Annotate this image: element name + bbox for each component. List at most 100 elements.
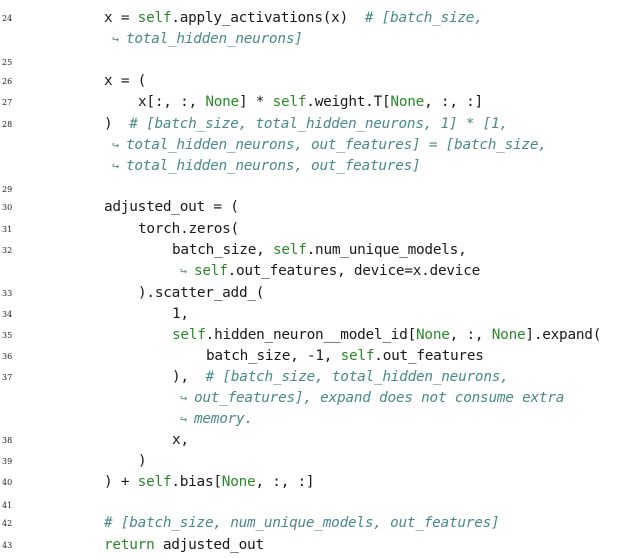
wrap-arrow-icon: ↪ — [180, 391, 194, 405]
code-text: ), # [batch_size, total_hidden_neurons, — [172, 367, 509, 387]
code-text: ) — [138, 451, 147, 471]
comment-token: total_hidden_neurons, out_features] = [b… — [125, 137, 547, 153]
line-number: 26 — [2, 77, 13, 86]
comment-token: memory. — [193, 411, 253, 427]
keyword-token: None — [390, 94, 425, 110]
comment-token: # [batch_size, num_unique_models, out_fe… — [104, 515, 500, 531]
comment-token: # [batch_size, — [364, 10, 483, 26]
line-number: 37 — [2, 373, 13, 382]
code-token: .hidden_neuron__model_id[ — [205, 327, 417, 343]
code-line: 36 batch_size, -1, self.out_features — [0, 346, 622, 366]
keyword-token: None — [491, 327, 526, 343]
code-token: x, — [172, 432, 189, 448]
code-text: batch_size, self.num_unique_models, — [172, 240, 467, 260]
code-token: ).scatter_add_( — [138, 285, 265, 301]
code-line: 25 — [0, 52, 622, 72]
code-line: 42 # [batch_size, num_unique_models, out_… — [0, 513, 622, 533]
code-line: 40) + self.bias[None, :, :] — [0, 472, 622, 492]
line-number: 42 — [2, 519, 13, 528]
keyword-token: self — [272, 242, 307, 258]
code-text: ) + self.bias[None, :, :] — [104, 472, 315, 492]
line-number: 38 — [2, 436, 13, 445]
code-text: ↪ total_hidden_neurons, out_features] — [112, 156, 421, 176]
code-token: , :, — [449, 327, 492, 343]
line-number: 32 — [2, 246, 13, 255]
keyword-token: None — [205, 94, 239, 110]
keyword-token: self — [193, 263, 228, 279]
code-token: adjusted_out = ( — [104, 199, 239, 215]
wrap-arrow-icon: ↪ — [112, 32, 126, 46]
line-number: 27 — [2, 98, 13, 107]
code-text: x = ( — [104, 71, 146, 91]
code-text: torch.zeros( — [138, 219, 239, 239]
code-token: .bias[ — [171, 474, 222, 490]
line-number: 36 — [2, 352, 13, 361]
code-line: 28) # [batch_size, total_hidden_neurons,… — [0, 114, 622, 134]
code-text: ) # [batch_size, total_hidden_neurons, 1… — [104, 114, 508, 134]
code-token: ] * — [238, 94, 273, 110]
code-text: adjusted_out = ( — [104, 197, 239, 217]
code-text: return adjusted_out — [104, 535, 264, 555]
code-token: ) — [104, 116, 130, 132]
comment-token: out_features], expand does not consume e… — [193, 390, 565, 406]
wrap-arrow-icon: ↪ — [112, 138, 126, 152]
code-text: ↪ self.out_features, device=x.device — [180, 261, 480, 281]
wrap-arrow-icon: ↪ — [112, 159, 126, 173]
code-text: ↪ memory. — [180, 409, 253, 429]
code-token: x = — [104, 10, 138, 26]
line-number: 25 — [2, 58, 13, 67]
code-token: , :, :] — [424, 94, 483, 110]
code-token: .weight.T[ — [306, 94, 391, 110]
code-text: x = self.apply_activations(x) # [batch_s… — [104, 8, 483, 28]
code-token: x = ( — [104, 73, 147, 89]
code-text: ↪ total_hidden_neurons, out_features] = … — [112, 135, 547, 155]
code-token: torch.zeros( — [138, 221, 239, 237]
comment-token: total_hidden_neurons] — [125, 31, 303, 47]
code-line: 33 ).scatter_add_( — [0, 283, 622, 303]
line-number: 30 — [2, 203, 13, 212]
code-token: , :, :] — [255, 474, 315, 490]
code-token: x[:, :, — [138, 94, 206, 110]
code-text: ).scatter_add_( — [138, 283, 264, 303]
code-token: 1, — [172, 306, 189, 322]
code-line: ↪ self.out_features, device=x.device — [0, 261, 622, 281]
code-line: ↪ out_features], expand does not consume… — [0, 388, 622, 408]
code-token: ].expand( — [525, 327, 602, 343]
code-text: ↪ out_features], expand does not consume… — [180, 388, 564, 408]
code-text: x[:, :, None] * self.weight.T[None, :, :… — [138, 92, 483, 112]
code-line: 41 — [0, 495, 622, 515]
code-token: .out_features, device=x.device — [227, 263, 481, 279]
code-line: 30 adjusted_out = ( — [0, 197, 622, 217]
keyword-token: None — [416, 327, 450, 343]
wrap-arrow-icon: ↪ — [180, 412, 194, 426]
keyword-token: self — [340, 348, 375, 364]
code-token: ) — [138, 453, 147, 469]
line-number: 35 — [2, 331, 13, 340]
keyword-token: None — [221, 474, 256, 490]
code-line: 37 ), # [batch_size, total_hidden_neurons… — [0, 367, 622, 387]
code-token: .num_unique_models, — [306, 242, 467, 258]
keyword-token: self — [172, 327, 206, 343]
line-number: 33 — [2, 289, 13, 298]
code-token: ), — [172, 369, 206, 385]
line-number: 41 — [2, 501, 13, 510]
keyword-token: self — [137, 10, 172, 26]
code-line: 32 batch_size, self.num_unique_models, — [0, 240, 622, 260]
code-text: batch_size, -1, self.out_features — [206, 346, 484, 366]
comment-token: total_hidden_neurons, out_features] — [125, 158, 421, 174]
line-number: 29 — [2, 185, 13, 194]
keyword-token: self — [272, 94, 307, 110]
code-text: # [batch_size, num_unique_models, out_fe… — [104, 513, 500, 533]
code-line: 29 — [0, 179, 622, 199]
line-number: 43 — [2, 541, 13, 550]
code-line: ↪ total_hidden_neurons] — [0, 29, 622, 49]
code-line: ↪ total_hidden_neurons, out_features] = … — [0, 135, 622, 155]
code-text: x, — [172, 430, 189, 450]
code-token: .apply_activations(x) — [171, 10, 365, 26]
code-line: 39) — [0, 451, 622, 471]
